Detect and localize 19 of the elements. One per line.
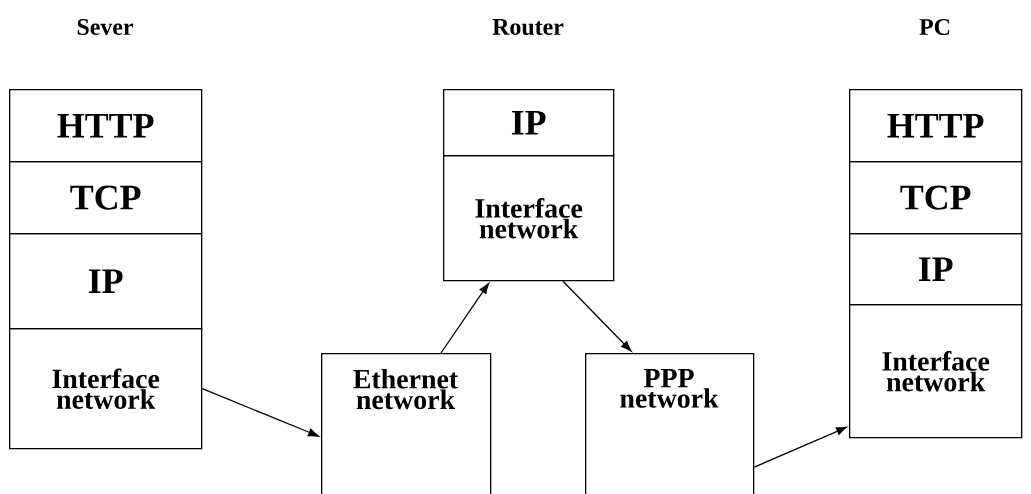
layer-box: Interface network: [849, 304, 1023, 439]
layer-box: HTTP: [849, 89, 1023, 163]
arrow: [201, 388, 319, 437]
device-title: Router: [492, 19, 564, 35]
layer-box: IP: [443, 89, 615, 157]
layer-box: HTTP: [9, 89, 203, 163]
layer-box: TCP: [849, 161, 1023, 235]
layer-box: TCP: [9, 161, 203, 235]
layer-box: Ethernet network: [321, 353, 492, 494]
arrow: [562, 280, 632, 352]
layer-box: IP: [9, 233, 203, 330]
device-title: Sever: [77, 18, 134, 36]
layer-box: Interface network: [443, 155, 615, 282]
arrow: [440, 283, 490, 354]
device-title: PC: [919, 18, 950, 36]
layer-box: IP: [849, 233, 1023, 306]
arrow: [753, 426, 847, 468]
layer-box: Interface network: [9, 328, 203, 450]
layer-box: PPP network: [585, 353, 755, 494]
